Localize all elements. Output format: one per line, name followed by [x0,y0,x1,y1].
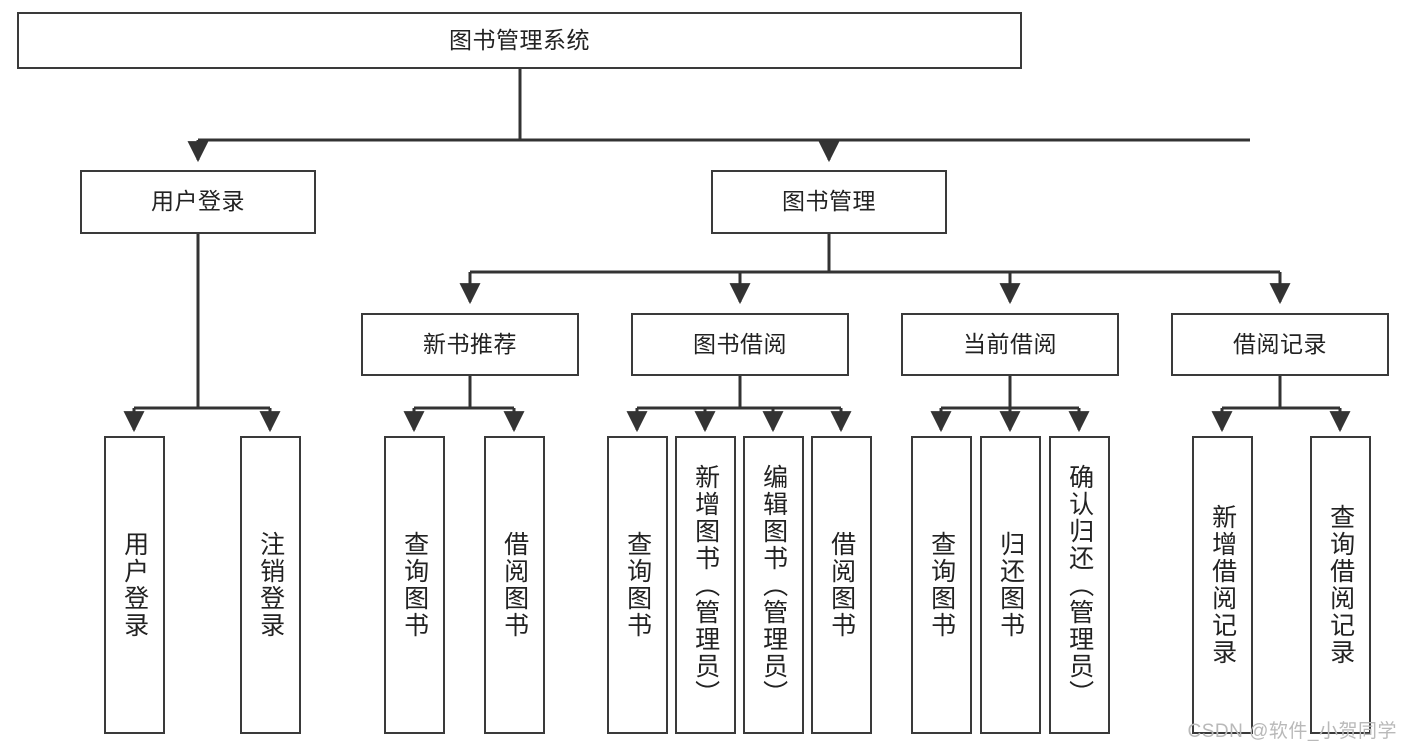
node-label: 图书管理系统 [449,26,590,53]
leaf-logout-login[interactable]: 注销登录 [240,436,301,734]
node-label: 新增图书（管理员） [691,463,720,707]
node-label: 编辑图书（管理员） [759,463,788,707]
node-label: 确认归还（管理员） [1065,463,1094,707]
node-label: 注销登录 [256,531,285,639]
edge-userlogin-to-leaves [123,234,281,433]
edge-newbook-to-leaves [403,376,525,433]
node-new-book-recommend[interactable]: 新书推荐 [361,313,579,376]
leaf-query-book-recommend[interactable]: 查询图书 [384,436,445,734]
leaf-confirm-return[interactable]: 确认归还（管理员） [1049,436,1110,734]
node-borrow-record[interactable]: 借阅记录 [1171,313,1389,376]
node-root-system[interactable]: 图书管理系统 [17,12,1022,69]
node-label: 新增借阅记录 [1208,504,1237,666]
edge-currentborrow-to-leaves [930,376,1090,433]
node-label: 图书管理 [782,188,876,215]
leaf-add-book[interactable]: 新增图书（管理员） [675,436,736,734]
edge-borrowrecord-to-leaves [1211,376,1351,433]
node-label: 查询图书 [623,531,652,639]
edge-bookmgmt-to-level3 [459,234,1291,305]
leaf-query-borrow-record[interactable]: 查询借阅记录 [1310,436,1371,734]
node-book-borrow[interactable]: 图书借阅 [631,313,849,376]
leaf-add-borrow-record[interactable]: 新增借阅记录 [1192,436,1253,734]
node-label: 归还图书 [996,531,1025,639]
edge-bookborrow-to-leaves [626,376,852,433]
leaf-query-book-current[interactable]: 查询图书 [911,436,972,734]
leaf-query-book-borrow[interactable]: 查询图书 [607,436,668,734]
node-label: 图书借阅 [693,330,787,357]
node-label: 借阅记录 [1233,330,1327,357]
node-label: 用户登录 [120,531,149,639]
leaf-borrow-book-recommend[interactable]: 借阅图书 [484,436,545,734]
node-label: 查询图书 [927,531,956,639]
node-label: 借阅图书 [500,531,529,639]
node-label: 借阅图书 [827,531,856,639]
leaf-user-login[interactable]: 用户登录 [104,436,165,734]
leaf-edit-book[interactable]: 编辑图书（管理员） [743,436,804,734]
node-label: 当前借阅 [963,330,1057,357]
node-book-management[interactable]: 图书管理 [711,170,947,234]
node-label: 查询借阅记录 [1326,504,1355,666]
leaf-borrow-book[interactable]: 借阅图书 [811,436,872,734]
node-label: 新书推荐 [423,330,517,357]
node-current-borrow[interactable]: 当前借阅 [901,313,1119,376]
node-user-login[interactable]: 用户登录 [80,170,316,234]
node-label: 查询图书 [400,531,429,639]
node-label: 用户登录 [151,188,245,215]
leaf-return-book[interactable]: 归还图书 [980,436,1041,734]
edge-root-to-level2 [187,69,1250,163]
